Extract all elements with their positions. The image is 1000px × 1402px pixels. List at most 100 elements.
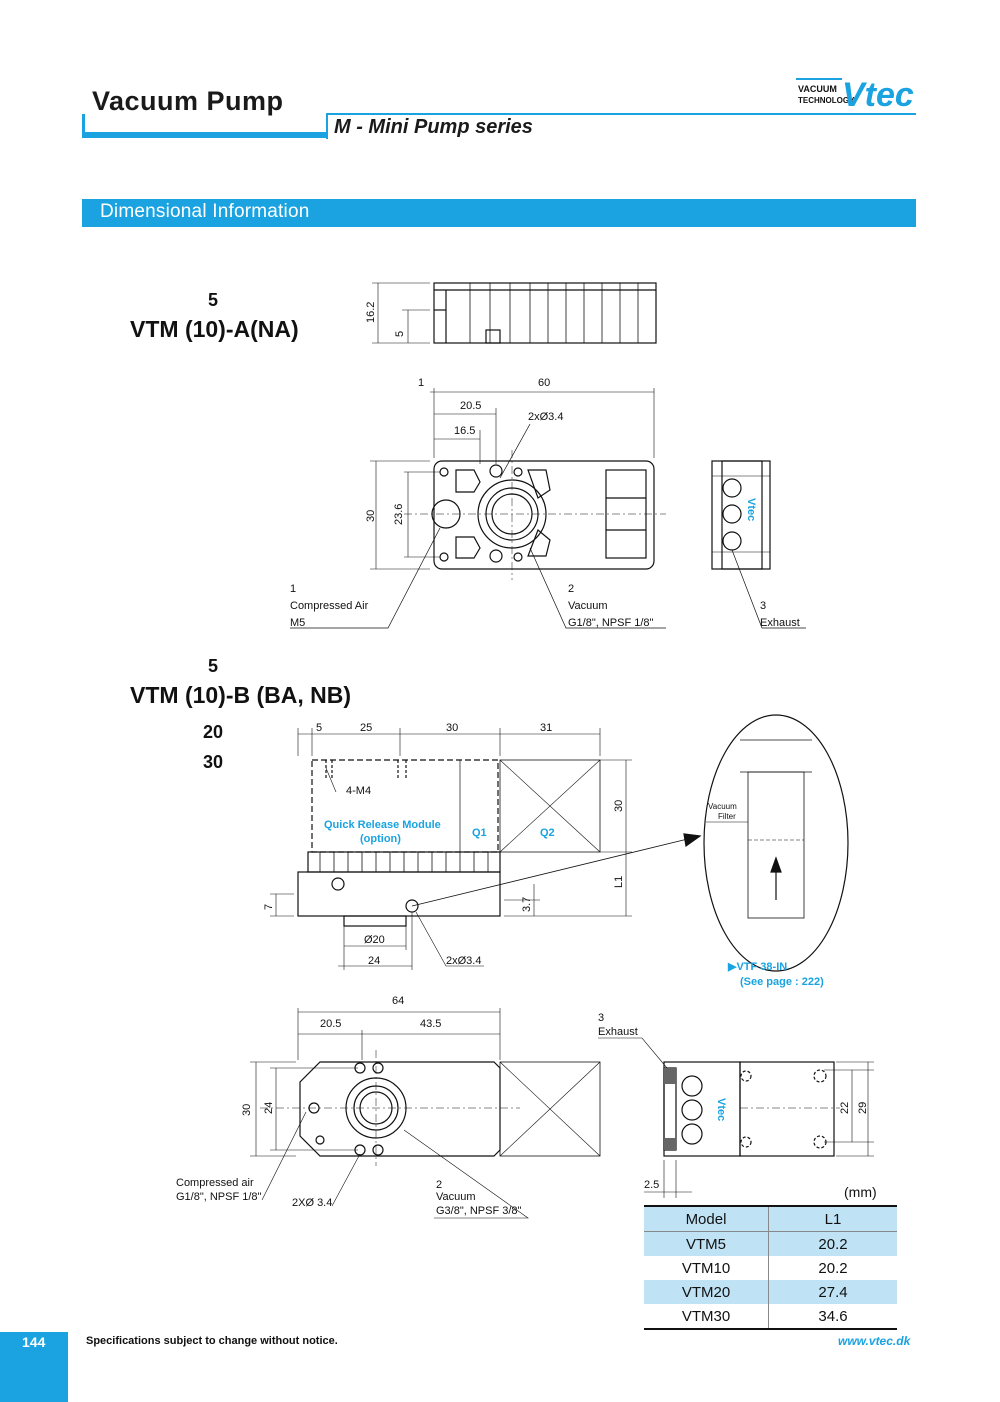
svg-text:30: 30 [446,722,458,734]
svg-text:30: 30 [365,510,377,522]
model-b-name: VTM (10)-B (BA, NB) [130,682,352,708]
drawing-a-front-view [290,388,666,629]
section-bar [82,199,916,227]
table-cell-l1: 34.6 [768,1304,897,1330]
svg-text:(See page : 222): (See page : 222) [740,976,824,988]
table-row: VTM30 34.6 [644,1304,897,1330]
table-unit: (mm) [844,1184,877,1200]
header-rule-divider [326,113,328,139]
svg-text:22: 22 [839,1102,851,1114]
svg-text:2.5: 2.5 [644,1179,659,1191]
svg-text:Q1: Q1 [472,827,487,839]
table-header-model: Model [644,1205,769,1232]
svg-text:2xØ3.4: 2xØ3.4 [528,411,563,423]
svg-text:30: 30 [241,1104,253,1116]
drawing-c-side-view [598,1037,874,1198]
section-title: Dimensional Information [100,201,310,222]
footer-notice: Specifications subject to change without… [86,1335,338,1347]
drawing-c-front-view [250,1008,601,1219]
table-header-l1: L1 [768,1205,897,1232]
svg-text:Vacuum: Vacuum [436,1191,476,1203]
svg-text:5: 5 [316,722,322,734]
svg-text:Compressed air: Compressed air [176,1177,254,1189]
table-cell-l1: 20.2 [818,1259,848,1277]
page-title: Vacuum Pump [92,86,284,116]
svg-text:M5: M5 [290,617,305,629]
table-cell-model: VTM20 [644,1280,769,1304]
header-rule-left [82,114,85,138]
svg-text:43.5: 43.5 [420,1018,441,1030]
svg-text:Q2: Q2 [540,827,555,839]
svg-text:Compressed Air: Compressed Air [290,600,369,612]
footer-url-link[interactable]: www.vtec.dk [838,1334,911,1348]
header-rule-underline [82,132,326,138]
model-b-size-20: 20 [203,722,224,742]
svg-text:G1/8", NPSF 1/8": G1/8", NPSF 1/8" [176,1191,262,1203]
svg-text:7: 7 [263,904,275,910]
model-b-size: 5 [208,656,219,676]
drawing-a-side-view [711,460,806,629]
svg-text:Vacuum: Vacuum [568,600,608,612]
model-b-size-30: 30 [203,752,224,772]
svg-text:(option): (option) [360,833,401,845]
page-number-box [0,1332,68,1402]
svg-text:▶VTF 38-IN: ▶VTF 38-IN [727,961,787,973]
vtec-logo: VACUUM TECHNOLOGY Vtec [796,76,914,112]
svg-text:2: 2 [568,583,574,595]
svg-text:Exhaust: Exhaust [598,1026,638,1038]
l1-table: Model L1 VTM5 20.2 VTM10 20.2 VTM20 27.4… [644,1205,897,1330]
svg-text:Vtec: Vtec [745,498,757,521]
table-cell-l1: 20.2 [768,1231,897,1256]
svg-text:3.7: 3.7 [521,897,533,912]
svg-text:1: 1 [418,377,424,389]
svg-text:1: 1 [290,583,296,595]
table-cell-model: VTM10 [644,1256,769,1280]
table-cell-l1: 27.4 [768,1280,897,1304]
svg-text:20.5: 20.5 [320,1018,341,1030]
svg-text:Vtec: Vtec [715,1098,727,1121]
table-row: VTM20 27.4 [644,1280,897,1304]
svg-text:3: 3 [760,600,766,612]
svg-text:64: 64 [392,995,404,1007]
svg-text:4-M4: 4-M4 [346,785,371,797]
filter-detail [703,714,849,972]
logo-mark: Vtec [842,76,914,112]
svg-text:Exhaust: Exhaust [760,617,800,629]
model-a-name: VTM (10)-A(NA) [130,316,299,342]
svg-text:L1: L1 [613,876,625,888]
svg-text:2: 2 [436,1179,442,1191]
svg-text:VACUUM: VACUUM [798,84,837,94]
svg-text:24: 24 [263,1102,275,1114]
svg-text:24: 24 [368,955,380,967]
table-cell-model: VTM30 [644,1304,769,1330]
model-a-size: 5 [208,290,219,310]
table-header-row: Model L1 [644,1205,897,1232]
svg-text:3: 3 [598,1012,604,1024]
table-row: VTM10 20.2 [644,1256,897,1280]
page-number: 144 [22,1334,46,1350]
page-subtitle: M - Mini Pump series [334,116,533,138]
svg-text:20.5: 20.5 [460,400,481,412]
svg-text:TECHNOLOGY: TECHNOLOGY [798,96,855,105]
drawing-a-top-view [372,282,657,344]
table-row: VTM5 20.2 [644,1231,897,1256]
header-rule-top [326,113,916,115]
svg-text:Filter: Filter [718,812,736,821]
svg-text:23.6: 23.6 [393,504,405,525]
svg-text:Quick Release Module: Quick Release Module [324,819,441,831]
svg-text:2xØ3.4: 2xØ3.4 [446,955,481,967]
svg-text:31: 31 [540,722,552,734]
svg-text:60: 60 [538,377,550,389]
svg-text:29: 29 [857,1102,869,1114]
svg-text:16.5: 16.5 [454,425,475,437]
svg-text:Ø20: Ø20 [364,934,385,946]
svg-text:Vacuum: Vacuum [708,802,737,811]
svg-text:G1/8", NPSF 1/8": G1/8", NPSF 1/8" [568,617,654,629]
svg-text:5: 5 [394,331,406,337]
svg-text:30: 30 [613,800,625,812]
svg-text:25: 25 [360,722,372,734]
svg-text:2XØ 3.4: 2XØ 3.4 [292,1197,332,1209]
svg-text:16.2: 16.2 [365,302,377,323]
drawing-b-main [270,728,702,970]
